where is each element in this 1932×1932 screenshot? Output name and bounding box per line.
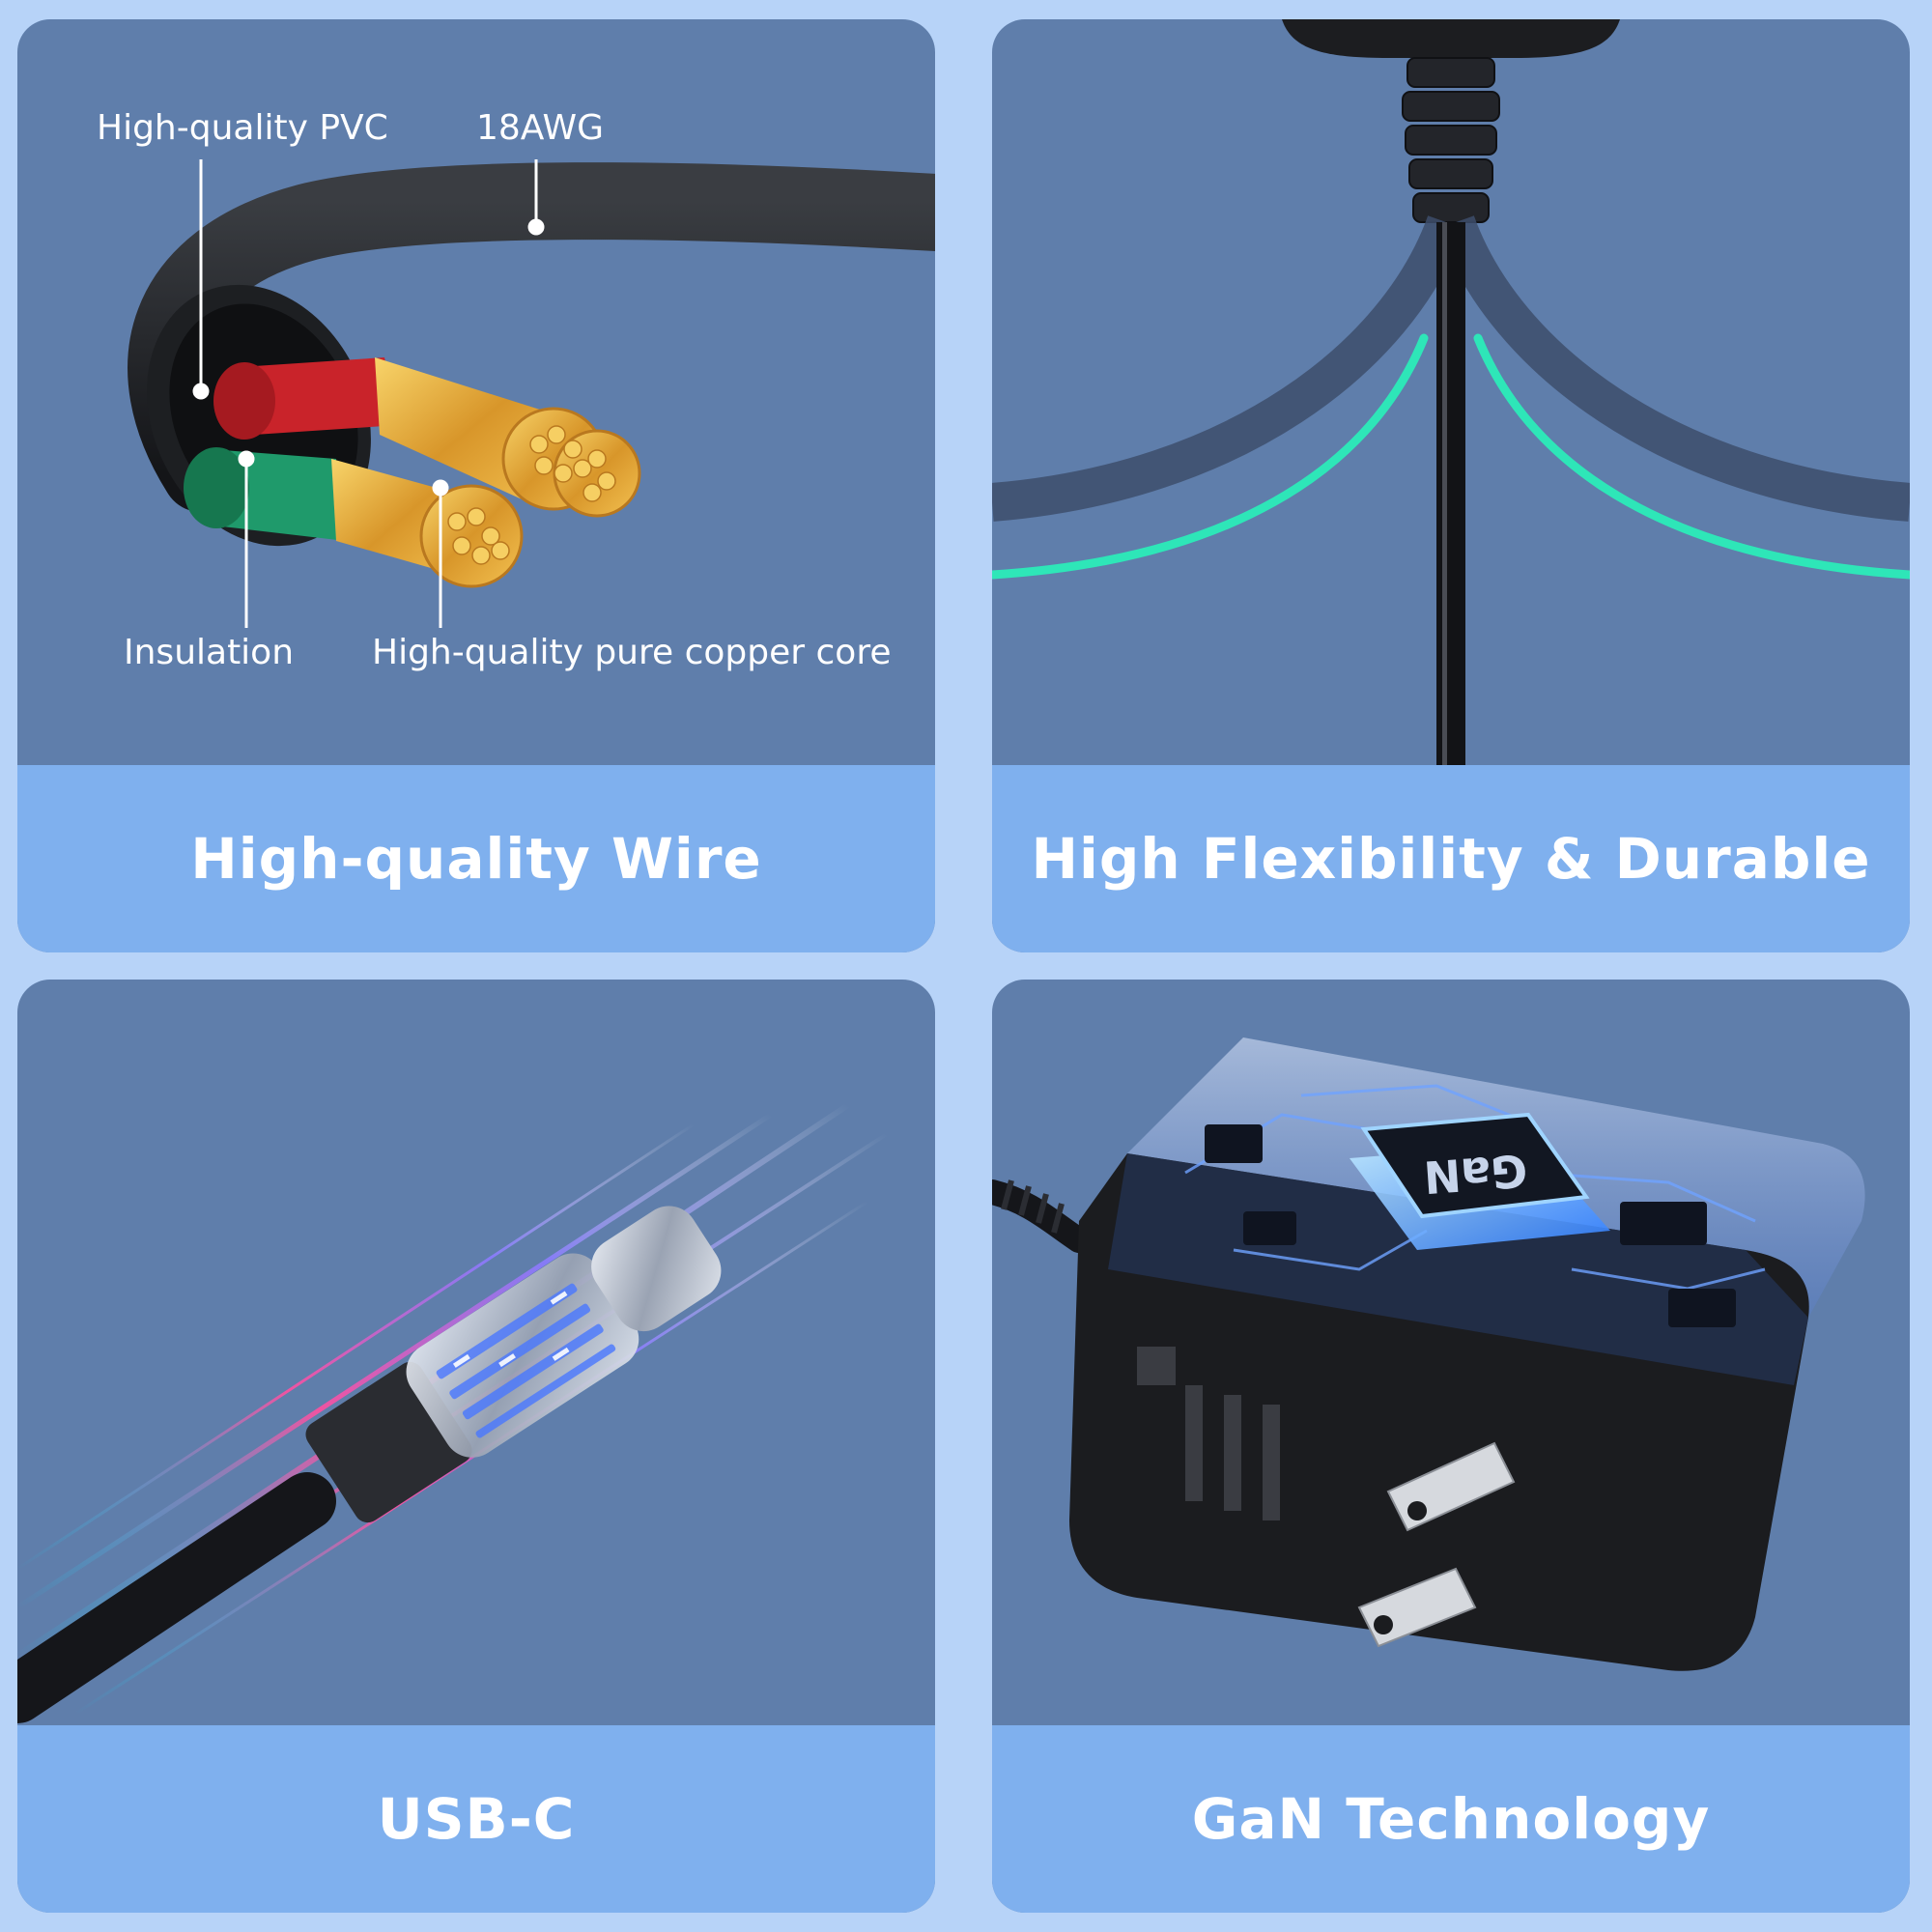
callout-awg: 18AWG xyxy=(476,108,604,148)
usb-c-connector-illustration xyxy=(17,980,935,1725)
wire-cross-section-svg xyxy=(128,159,935,628)
feature-card-flexibility: High Flexibility & Durable xyxy=(992,19,1910,952)
callout-pvc: High-quality PVC xyxy=(97,108,388,148)
caption-band: GaN Technology xyxy=(992,1725,1910,1913)
caption-band: High Flexibility & Durable xyxy=(992,765,1910,952)
bending-cable-illustration xyxy=(992,19,1910,765)
feature-card-usbc: USB-C xyxy=(17,980,935,1913)
callout-copper-core: High-quality pure copper core xyxy=(372,633,892,672)
caption-gan: GaN Technology xyxy=(1191,1786,1711,1852)
caption-usbc: USB-C xyxy=(377,1786,576,1852)
bending-cable-svg xyxy=(992,19,1910,765)
usb-c-svg xyxy=(17,1102,889,1723)
callout-insulation: Insulation xyxy=(124,633,295,672)
caption-band: High-quality Wire xyxy=(17,765,935,952)
caption-flexibility: High Flexibility & Durable xyxy=(1031,826,1871,892)
gan-chip-label: GaN xyxy=(1422,1144,1529,1203)
gan-charger-illustration: GaN xyxy=(992,980,1910,1725)
caption-band: USB-C xyxy=(17,1725,935,1913)
wire-cross-section-illustration: High-quality PVC 18AWG Insulation High-q… xyxy=(17,19,935,765)
feature-card-gan: GaN GaN Technology xyxy=(992,980,1910,1913)
caption-wire: High-quality Wire xyxy=(190,826,762,892)
feature-card-wire: High-quality PVC 18AWG Insulation High-q… xyxy=(17,19,935,952)
gan-charger-svg: GaN xyxy=(992,1037,1865,1671)
